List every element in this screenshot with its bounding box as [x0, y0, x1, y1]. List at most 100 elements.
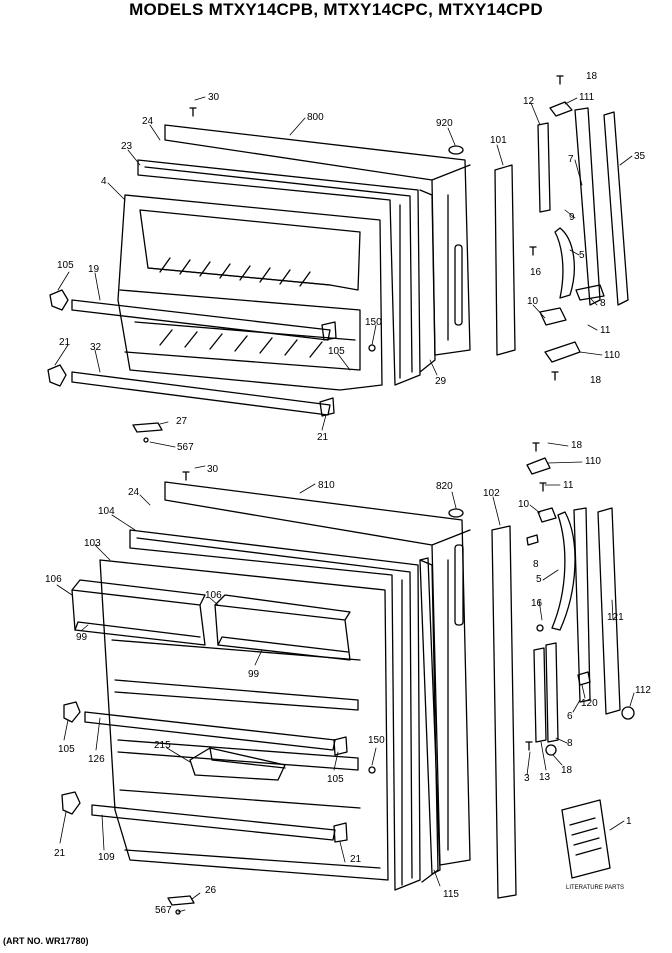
- freezer-bracket-27: [132, 422, 163, 433]
- freezer-hinge-bar-7: [574, 107, 601, 306]
- label: 105: [57, 260, 74, 271]
- fresh-food-door-assembly: [61, 442, 635, 915]
- freezer-hinge-8: [575, 284, 605, 301]
- label: 6: [567, 711, 573, 722]
- fresh-food-callouts: [56, 442, 635, 913]
- fresh-food-gasket-frame: [129, 529, 421, 891]
- label: 26: [205, 885, 217, 896]
- label: 102: [483, 488, 500, 499]
- freezer-end-cap-right-21: [319, 397, 335, 417]
- label: 920: [436, 118, 453, 129]
- label: 104: [98, 506, 115, 517]
- label: 24: [128, 487, 140, 498]
- freezer-door-liner: [117, 194, 383, 391]
- freezer-door-assembly: [47, 75, 629, 443]
- freezer-handle-5: [554, 227, 575, 299]
- label: 215: [154, 740, 171, 751]
- label: 106: [205, 590, 222, 601]
- fresh-food-handle-121: [597, 507, 621, 715]
- label: 11: [563, 480, 574, 491]
- label: 110: [585, 456, 601, 467]
- art-number: (ART NO. WR17780): [3, 936, 89, 946]
- label: 30: [208, 92, 220, 103]
- fresh-food-end-cap-21: [61, 791, 81, 815]
- literature-booklet: [561, 799, 611, 879]
- freezer-cap-920: [448, 145, 464, 155]
- label: 105: [327, 774, 344, 785]
- fresh-food-roller-18: [545, 744, 557, 756]
- label: 7: [568, 154, 574, 165]
- fresh-food-screw-150: [368, 766, 376, 774]
- freezer-hinge-10: [539, 307, 567, 326]
- fresh-food-hinge-bar-6: [573, 507, 591, 703]
- label: 101: [490, 135, 507, 146]
- label: 8: [533, 559, 539, 570]
- fresh-food-handle-5: [551, 511, 576, 631]
- label: 16: [531, 598, 543, 609]
- fresh-food-plug-112: [621, 706, 635, 720]
- freezer-end-cap-right-105: [321, 321, 337, 341]
- label: 4: [101, 176, 107, 187]
- label: 18: [590, 375, 602, 386]
- label: 150: [365, 317, 382, 328]
- freezer-handle-35: [603, 111, 629, 306]
- label: 5: [536, 574, 542, 585]
- label: 820: [436, 481, 453, 492]
- fresh-food-trim-102: [491, 525, 517, 899]
- freezer-end-cap-21: [47, 364, 67, 387]
- label: 32: [90, 342, 102, 353]
- label: 3: [524, 773, 530, 784]
- label: 103: [84, 538, 101, 549]
- freezer-shelf-bar-19: [71, 299, 331, 341]
- label: 810: [318, 480, 335, 491]
- fresh-food-end-cap-right-21: [333, 822, 348, 843]
- label: 29: [435, 376, 447, 387]
- label: 105: [328, 346, 345, 357]
- fresh-food-cap-820: [448, 508, 464, 518]
- fresh-food-end-cap-right-105: [333, 736, 348, 756]
- fresh-food-dairy-bin-215: [189, 747, 286, 781]
- label: 106: [45, 574, 62, 585]
- label: 30: [207, 464, 219, 475]
- label: 21: [317, 432, 329, 443]
- fresh-food-hinge-bar-8: [545, 642, 559, 743]
- fresh-food-bin-right: [214, 594, 351, 661]
- label: 112: [635, 685, 651, 696]
- label: 110: [604, 350, 620, 361]
- freezer-end-cap-105: [49, 289, 69, 311]
- fresh-food-hinge-bar-13: [533, 647, 547, 743]
- label: 35: [634, 151, 646, 162]
- freezer-screw-150: [368, 344, 376, 352]
- label: 120: [581, 698, 598, 709]
- label: 111: [579, 92, 595, 103]
- label: 8: [600, 298, 606, 309]
- label: 567: [177, 442, 194, 453]
- label: 21: [59, 337, 71, 348]
- fresh-food-hinge-10: [537, 507, 557, 523]
- label: 8: [567, 738, 573, 749]
- fresh-food-shelf-bar-109: [91, 804, 336, 841]
- label: 126: [88, 754, 105, 765]
- fresh-food-bracket-26: [167, 895, 195, 906]
- label: 13: [539, 772, 551, 783]
- label: 109: [98, 852, 115, 863]
- label: 12: [523, 96, 535, 107]
- freezer-bottom-hinge-110: [544, 341, 581, 363]
- label: 99: [248, 669, 260, 680]
- label: 18: [561, 765, 573, 776]
- freezer-trim-101: [494, 164, 516, 356]
- label: 115: [443, 889, 459, 900]
- label: 27: [176, 416, 188, 427]
- freezer-shelf-bar-32: [71, 371, 331, 416]
- fresh-food-hinge-110: [526, 457, 551, 475]
- label: 1: [626, 816, 632, 827]
- label: 99: [76, 632, 88, 643]
- label: 5: [579, 250, 585, 261]
- label-text: 30 800 920 24 23 4 101 12 111 18 7 35 9 …: [45, 71, 651, 916]
- label: 18: [586, 71, 598, 82]
- label: 11: [600, 325, 611, 336]
- fresh-food-end-cap-105: [63, 701, 81, 723]
- label: 105: [58, 744, 75, 755]
- label: 19: [88, 264, 100, 275]
